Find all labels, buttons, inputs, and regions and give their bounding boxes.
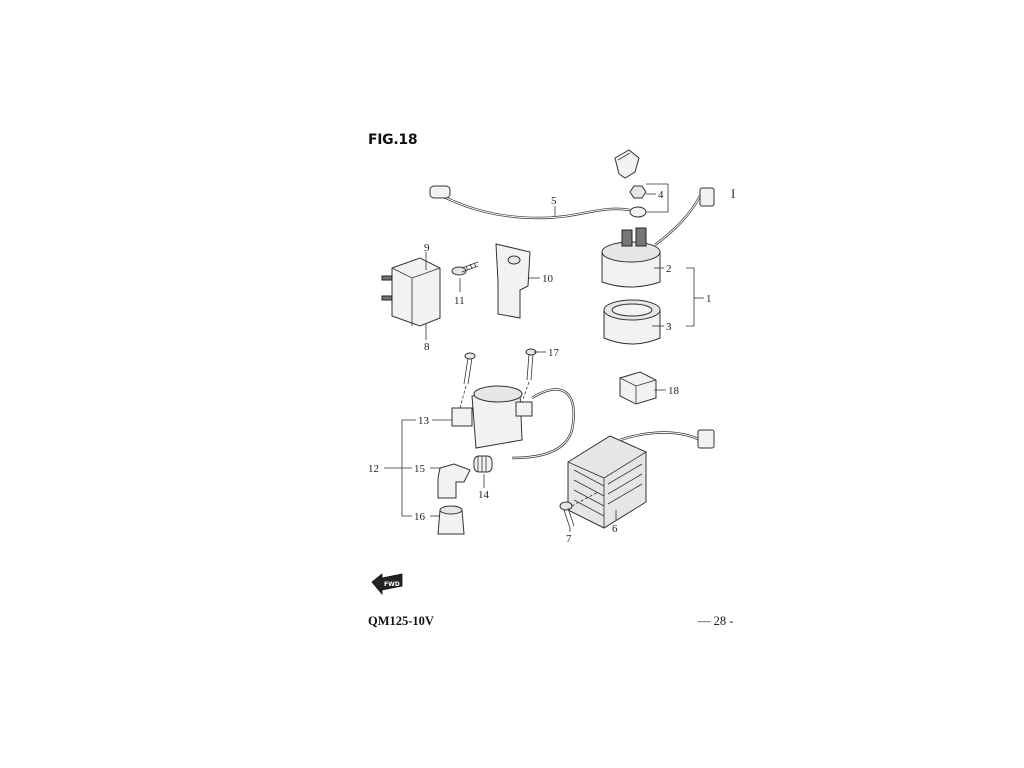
- callout-10: 10: [542, 273, 554, 285]
- callout-2: 2: [666, 263, 672, 275]
- model-name: QM125-10V: [368, 614, 434, 628]
- fwd-label: FWD: [384, 581, 400, 588]
- callout-12: 12: [368, 463, 379, 475]
- fwd-direction-icon: FWD: [371, 573, 403, 596]
- part-17-bolts: [459, 348, 537, 409]
- part-18-small-relay: [619, 371, 657, 405]
- callout-14: 14: [478, 489, 490, 501]
- callout-15: 15: [414, 463, 426, 475]
- figure-title: FIG.18: [368, 132, 418, 148]
- page-number: — 28 -: [698, 614, 734, 628]
- part-7-bolt: [559, 491, 599, 529]
- part-6-regulator: [567, 429, 715, 529]
- callout-18: 18: [668, 385, 680, 397]
- callout-8: 8: [424, 341, 430, 353]
- part-14-seal: [473, 455, 493, 473]
- callout-6: 6: [612, 523, 618, 535]
- part-2-starter-relay: [601, 187, 715, 288]
- callout-4: 4: [658, 189, 664, 201]
- part-3-rubber-holder: [603, 299, 661, 345]
- callout-11: 11: [454, 295, 465, 307]
- callout-16: 16: [414, 511, 426, 523]
- side-mark: I: [731, 186, 736, 201]
- part-9-relay: [381, 257, 441, 327]
- part-5-battery-cable: [429, 185, 647, 220]
- part-15-plug-cap: [437, 463, 471, 499]
- part-4-terminal-cap: [614, 149, 647, 199]
- part-13-ignition-coil: [451, 385, 575, 460]
- callout-9: 9: [424, 242, 430, 254]
- leader-lines: [384, 183, 704, 532]
- callout-7: 7: [566, 533, 572, 545]
- callout-17: 17: [548, 347, 560, 359]
- part-16-cover: [437, 505, 465, 535]
- callout-13: 13: [418, 415, 430, 427]
- callout-5: 5: [551, 195, 557, 207]
- part-10-bracket: [495, 243, 531, 319]
- part-11-screw: [451, 261, 479, 276]
- callout-3: 3: [666, 321, 672, 333]
- callout-1: 1: [706, 293, 712, 305]
